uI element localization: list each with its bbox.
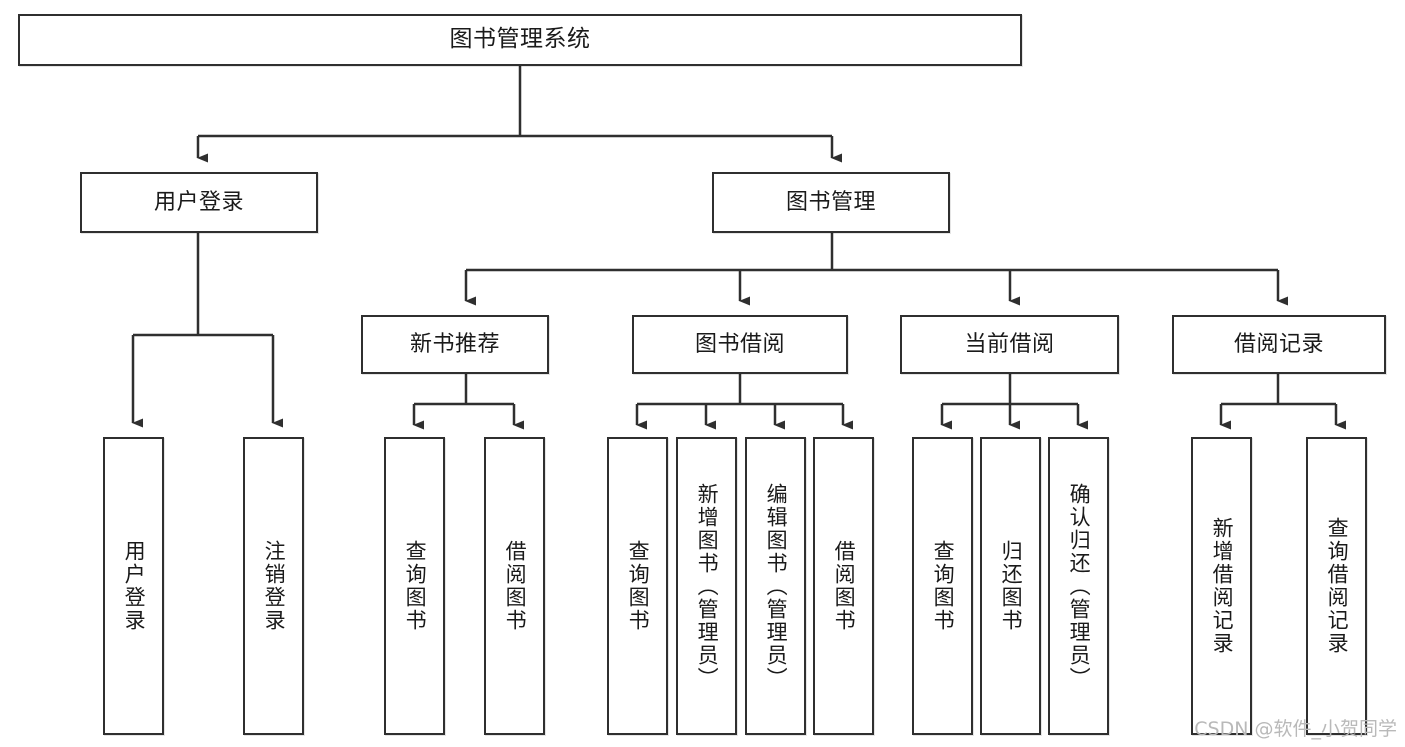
node-label: 图书管理系统 [449, 26, 591, 53]
leaf-query-borrow-record[interactable]: 查询借阅记录 [1306, 437, 1367, 735]
leaf-query-book-recommend[interactable]: 查询图书 [384, 437, 445, 735]
leaf-edit-book-admin[interactable]: 编辑图书（管理员） [745, 437, 806, 735]
node-label: 借阅图书 [832, 540, 857, 632]
leaf-confirm-return-admin[interactable]: 确认归还（管理员） [1048, 437, 1109, 735]
node-label: 新增借阅记录 [1210, 517, 1235, 655]
node-label: 用户登录 [122, 540, 147, 632]
node-book-management[interactable]: 图书管理 [712, 172, 950, 233]
watermark: CSDN @软件_小贺同学 [1194, 718, 1397, 740]
node-label: 确认归还（管理员） [1067, 482, 1092, 690]
leaf-user-login[interactable]: 用户登录 [103, 437, 164, 735]
leaf-query-book-current[interactable]: 查询图书 [912, 437, 973, 735]
node-root[interactable]: 图书管理系统 [18, 14, 1022, 66]
node-label: 查询借阅记录 [1325, 517, 1350, 655]
node-user-login[interactable]: 用户登录 [80, 172, 318, 233]
node-label: 查询图书 [403, 540, 428, 632]
node-label: 查询图书 [626, 540, 651, 632]
node-borrowing-records[interactable]: 借阅记录 [1172, 315, 1386, 374]
node-current-borrowing[interactable]: 当前借阅 [900, 315, 1119, 374]
leaf-add-borrow-record[interactable]: 新增借阅记录 [1191, 437, 1252, 735]
node-label: 查询图书 [931, 540, 956, 632]
leaf-logout[interactable]: 注销登录 [243, 437, 304, 735]
node-label: 用户登录 [153, 189, 244, 215]
leaf-query-book-borrowing[interactable]: 查询图书 [607, 437, 668, 735]
leaf-borrow-book[interactable]: 借阅图书 [813, 437, 874, 735]
leaf-add-book-admin[interactable]: 新增图书（管理员） [676, 437, 737, 735]
node-label: 图书借阅 [694, 331, 785, 357]
node-label: 当前借阅 [964, 331, 1055, 357]
node-label: 借阅图书 [503, 540, 528, 632]
node-label: 编辑图书（管理员） [764, 482, 789, 690]
node-label: 注销登录 [262, 540, 287, 632]
leaf-borrow-book-recommend[interactable]: 借阅图书 [484, 437, 545, 735]
node-label: 归还图书 [999, 540, 1024, 632]
node-label: 借阅记录 [1233, 331, 1324, 357]
node-label: 新增图书（管理员） [695, 482, 720, 690]
node-new-book-recommendation[interactable]: 新书推荐 [361, 315, 549, 374]
node-label: 新书推荐 [409, 331, 500, 357]
leaf-return-book[interactable]: 归还图书 [980, 437, 1041, 735]
node-book-borrowing[interactable]: 图书借阅 [632, 315, 848, 374]
node-label: 图书管理 [785, 189, 876, 215]
